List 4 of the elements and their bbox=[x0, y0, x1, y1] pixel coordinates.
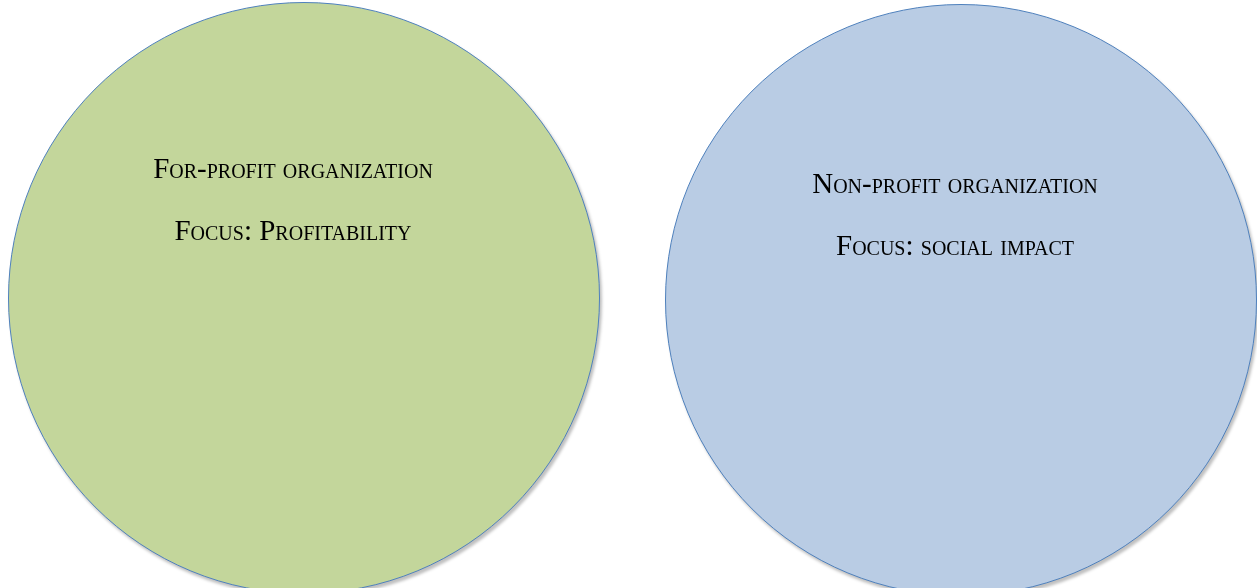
circle-label: Focus: social impact bbox=[836, 228, 1074, 262]
circle-label: Non-profit organization bbox=[812, 166, 1098, 200]
circle-label: Focus: Profitability bbox=[174, 213, 412, 247]
circle-label: For-profit organization bbox=[153, 151, 433, 185]
